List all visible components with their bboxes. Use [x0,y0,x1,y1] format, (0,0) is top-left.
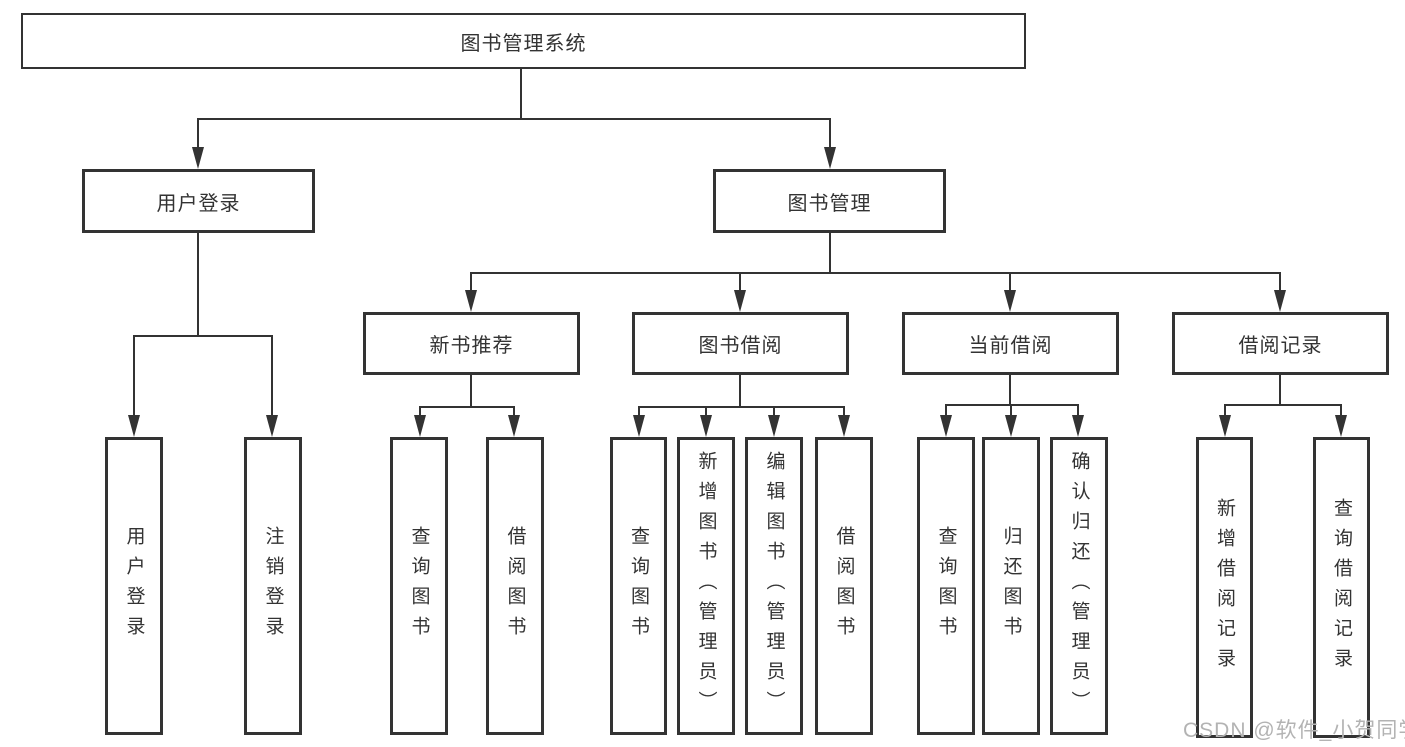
arrowhead-icon [940,415,952,437]
arrowhead-icon [1004,290,1016,312]
arrowhead-icon [1219,415,1231,437]
leaf-query-books: 查询图书 [917,437,975,735]
leaf-return-books: 归还图书 [982,437,1040,735]
node-label: 查询图书 [935,526,957,646]
node-label: 图书管理 [787,192,872,215]
node-label: 新增图书（管理员） [695,451,717,721]
node-label: 借阅图书 [833,526,855,646]
node-label: 图书借阅 [698,335,783,357]
connector-line [470,375,472,406]
node-book-management: 图书管理 [713,169,946,233]
connector-line [133,335,135,420]
connector-line [1077,404,1079,418]
csdn-watermark: CSDN @软件_小贺同学 [1183,719,1405,742]
connector-line [1279,375,1281,404]
node-label: 查询图书 [408,526,430,646]
node-user-login: 用户登录 [82,169,315,233]
connector-line [945,404,947,418]
arrowhead-icon [1072,415,1084,437]
connector-line [419,406,515,408]
arrowhead-icon [1274,290,1286,312]
leaf-query-borrow-record: 查询借阅记录 [1313,437,1370,738]
connector-line [1224,404,1226,418]
connector-line [1279,272,1281,294]
connector-line [705,406,707,418]
leaf-borrow-books: 借阅图书 [815,437,873,735]
connector-line [829,118,831,152]
leaf-user-login: 用户登录 [105,437,163,735]
connector-line [1009,272,1011,294]
leaf-confirm-return-admin: 确认归还（管理员） [1050,437,1108,735]
node-library-management-system: 图书管理系统 [21,13,1026,69]
node-label: 用户登录 [123,526,145,646]
node-label: 归还图书 [1000,526,1022,646]
connector-line [470,272,472,294]
arrowhead-icon [768,415,780,437]
node-label: 注销登录 [262,526,284,646]
arrowhead-icon [824,147,836,169]
connector-line [470,272,1281,274]
connector-line [197,118,831,120]
arrowhead-icon [734,290,746,312]
arrowhead-icon [465,290,477,312]
leaf-borrow-books: 借阅图书 [486,437,544,735]
arrowhead-icon [633,415,645,437]
node-label: 新书推荐 [429,335,514,357]
arrowhead-icon [128,415,140,437]
arrowhead-icon [508,415,520,437]
arrowhead-icon [1335,415,1347,437]
node-label: 编辑图书（管理员） [763,451,785,721]
arrowhead-icon [266,415,278,437]
connector-line [513,406,515,418]
connector-line [1224,404,1342,406]
connector-line [1010,404,1012,418]
node-label: 查询借阅记录 [1331,497,1352,678]
connector-line [843,406,845,418]
node-label: 用户登录 [156,192,241,215]
arrowhead-icon [838,415,850,437]
node-borrowing-records: 借阅记录 [1172,312,1389,375]
arrowhead-icon [1005,415,1017,437]
leaf-add-borrow-record: 新增借阅记录 [1196,437,1253,738]
connector-line [638,406,844,408]
connector-line [1009,375,1011,404]
node-label: 借阅记录 [1238,335,1323,357]
node-label: 当前借阅 [968,335,1053,357]
node-label: 借阅图书 [504,526,526,646]
leaf-query-books: 查询图书 [390,437,448,735]
node-label: 查询图书 [628,526,649,646]
leaf-logout: 注销登录 [244,437,302,735]
connector-line [197,233,199,335]
node-label: 新增借阅记录 [1214,497,1235,678]
connector-line [197,118,199,152]
connector-line [271,335,273,420]
connector-line [829,233,831,272]
connector-line [1340,404,1342,418]
leaf-query-books: 查询图书 [610,437,667,735]
arrowhead-icon [700,415,712,437]
connector-line [638,406,640,418]
connector-line [739,272,741,294]
node-current-borrowing: 当前借阅 [902,312,1119,375]
node-new-book-recommendation: 新书推荐 [363,312,580,375]
leaf-edit-books-admin: 编辑图书（管理员） [745,437,803,735]
leaf-add-books-admin: 新增图书（管理员） [677,437,735,735]
node-label: 确认归还（管理员） [1068,451,1090,721]
connector-line [739,375,741,406]
arrowhead-icon [192,147,204,169]
arrowhead-icon [414,415,426,437]
node-book-borrowing: 图书借阅 [632,312,849,375]
connector-line [419,406,421,418]
node-label: 图书管理系统 [460,32,587,55]
connector-line [520,69,522,118]
connector-line [773,406,775,418]
connector-line [133,335,273,337]
